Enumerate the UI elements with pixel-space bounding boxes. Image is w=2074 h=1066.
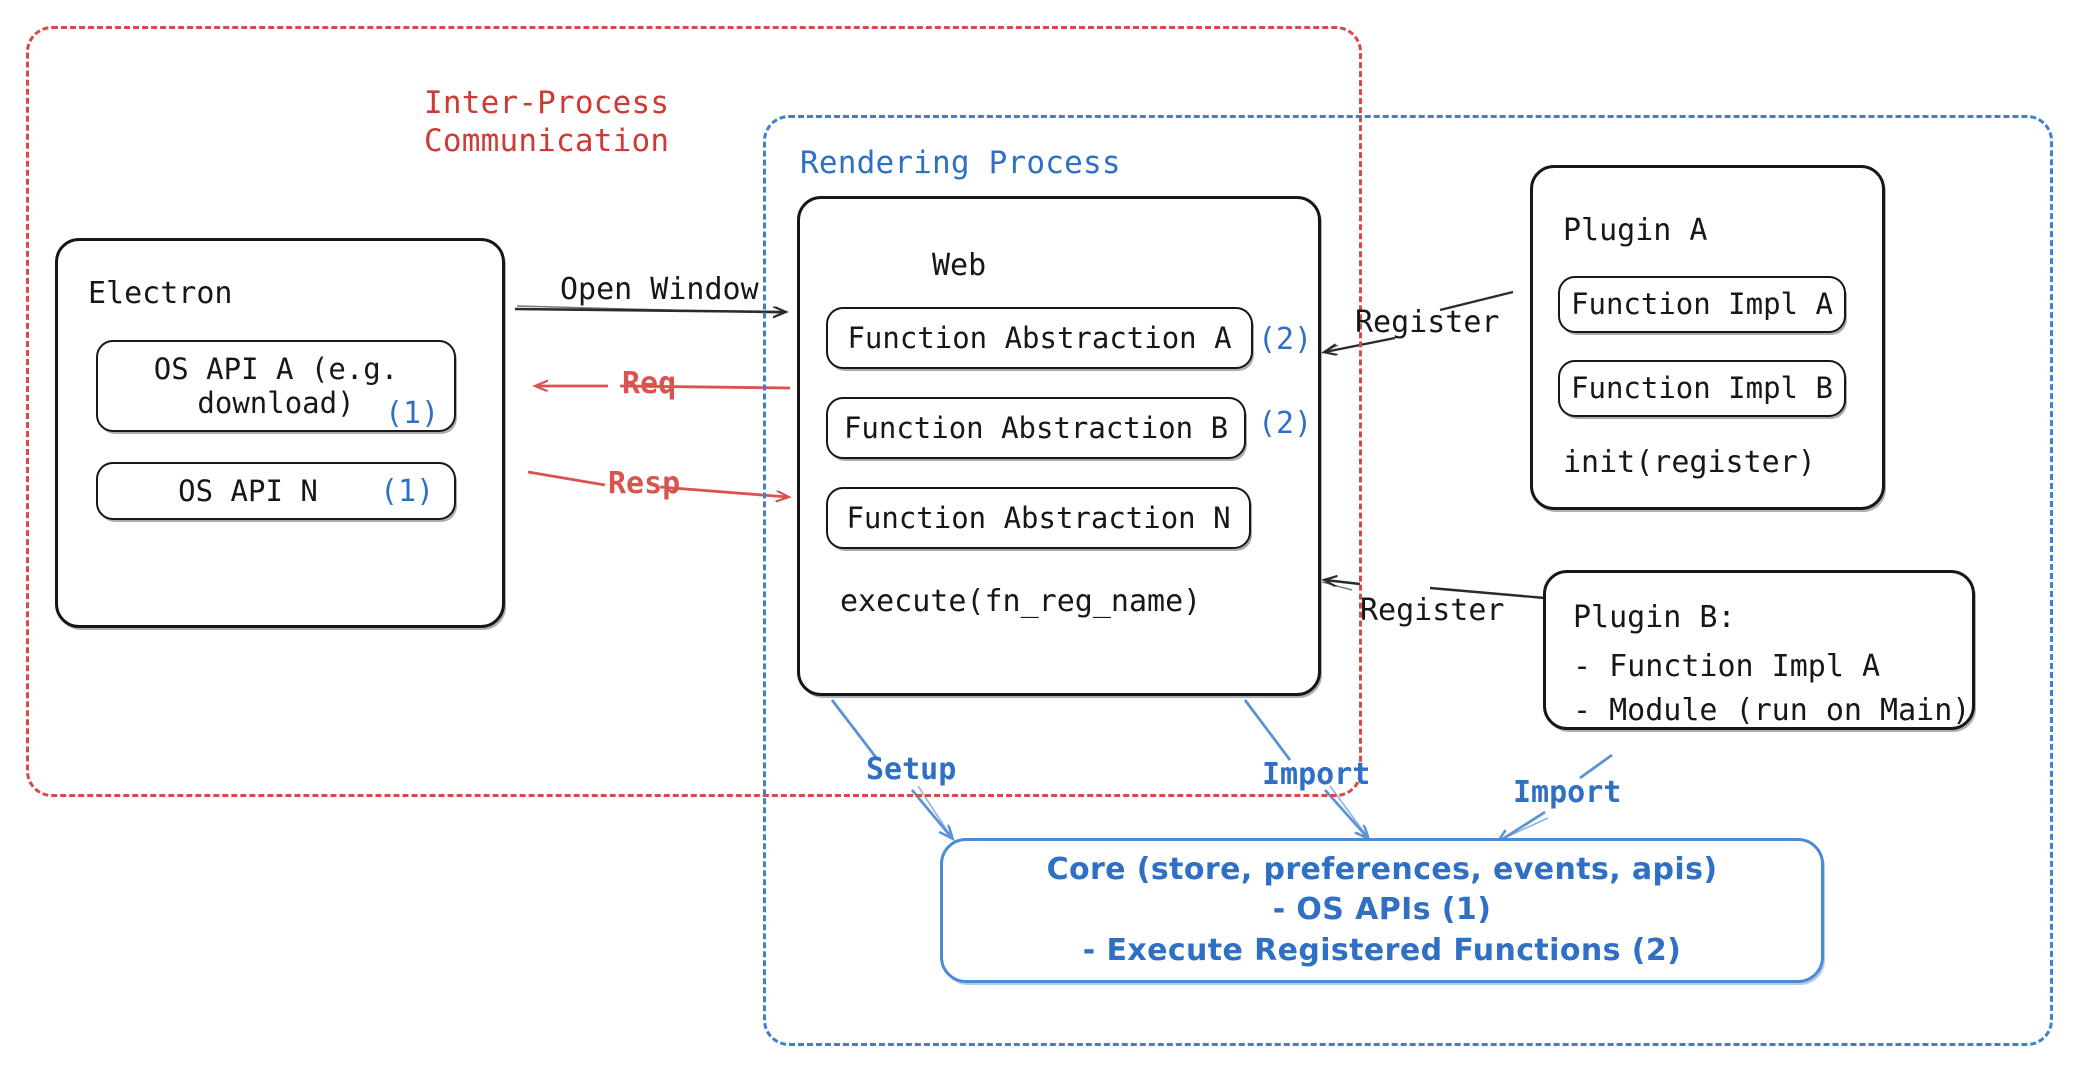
function-abstraction-b-label: Function Abstraction B xyxy=(843,410,1229,445)
edge-label-setup: Setup xyxy=(866,752,957,787)
plugin-a-function-impl-a-node[interactable]: Function Impl A xyxy=(1558,276,1846,333)
web-execute-signature: execute(fn_reg_name) xyxy=(840,584,1202,619)
os-api-a-node[interactable]: OS API A (e.g. download) xyxy=(96,340,456,432)
plugin-a-function-impl-a-label: Function Impl A xyxy=(1571,287,1833,322)
edge-label-register-plugin-b: Register xyxy=(1360,593,1505,628)
os-api-n-marker: (1) xyxy=(380,474,435,509)
plugin-b-item-1: - Module (run on Main) xyxy=(1573,693,1971,728)
function-abstraction-n-node[interactable]: Function Abstraction N xyxy=(826,487,1251,549)
os-api-n-label: OS API N xyxy=(178,473,318,508)
function-abstraction-b-marker: (2) xyxy=(1258,406,1313,441)
rendering-process-label: Rendering Process xyxy=(800,145,1121,181)
edge-label-open-window: Open Window xyxy=(560,272,759,307)
os-api-a-label: OS API A (e.g. download) xyxy=(153,351,399,420)
edge-label-import-plugin: Import xyxy=(1513,775,1622,810)
function-abstraction-n-label: Function Abstraction N xyxy=(846,500,1231,535)
plugin-a-function-impl-b-node[interactable]: Function Impl B xyxy=(1558,360,1846,417)
edge-label-register-plugin-a: Register xyxy=(1355,305,1500,340)
os-api-n-node[interactable]: OS API N xyxy=(96,462,456,520)
plugin-a-function-impl-b-label: Function Impl B xyxy=(1571,371,1833,406)
plugin-b-title: Plugin B: xyxy=(1573,600,1736,635)
os-api-a-marker: (1) xyxy=(385,396,440,431)
core-line-0: Core (store, preferences, events, apis) xyxy=(1046,852,1718,888)
function-abstraction-a-node[interactable]: Function Abstraction A xyxy=(826,307,1253,369)
rendering-process-container xyxy=(763,115,2053,1046)
plugin-b-node[interactable] xyxy=(1543,570,1975,730)
electron-title: Electron xyxy=(88,276,233,311)
core-line-2: - Execute Registered Functions (2) xyxy=(1082,932,1682,968)
plugin-b-item-0: - Function Impl A xyxy=(1573,649,1881,684)
plugin-a-node[interactable] xyxy=(1530,165,1885,510)
ipc-container-label: Inter-Process Communication xyxy=(424,85,670,159)
electron-node[interactable] xyxy=(55,238,505,628)
ipc-container xyxy=(26,26,1362,797)
plugin-a-init-signature: init(register) xyxy=(1563,445,1816,480)
core-line-1: - OS APIs (1) xyxy=(1272,892,1492,928)
function-abstraction-a-label: Function Abstraction A xyxy=(847,320,1232,355)
function-abstraction-b-node[interactable]: Function Abstraction B xyxy=(826,397,1246,459)
web-title: Web xyxy=(932,248,987,283)
plugin-a-title: Plugin A xyxy=(1563,213,1708,248)
edge-label-req: Req xyxy=(622,366,677,401)
edge-label-resp: Resp xyxy=(608,466,681,501)
edge-label-import-web: Import xyxy=(1262,757,1371,792)
core-node[interactable]: Core (store, preferences, events, apis) … xyxy=(940,838,1824,983)
function-abstraction-a-marker: (2) xyxy=(1258,322,1313,357)
